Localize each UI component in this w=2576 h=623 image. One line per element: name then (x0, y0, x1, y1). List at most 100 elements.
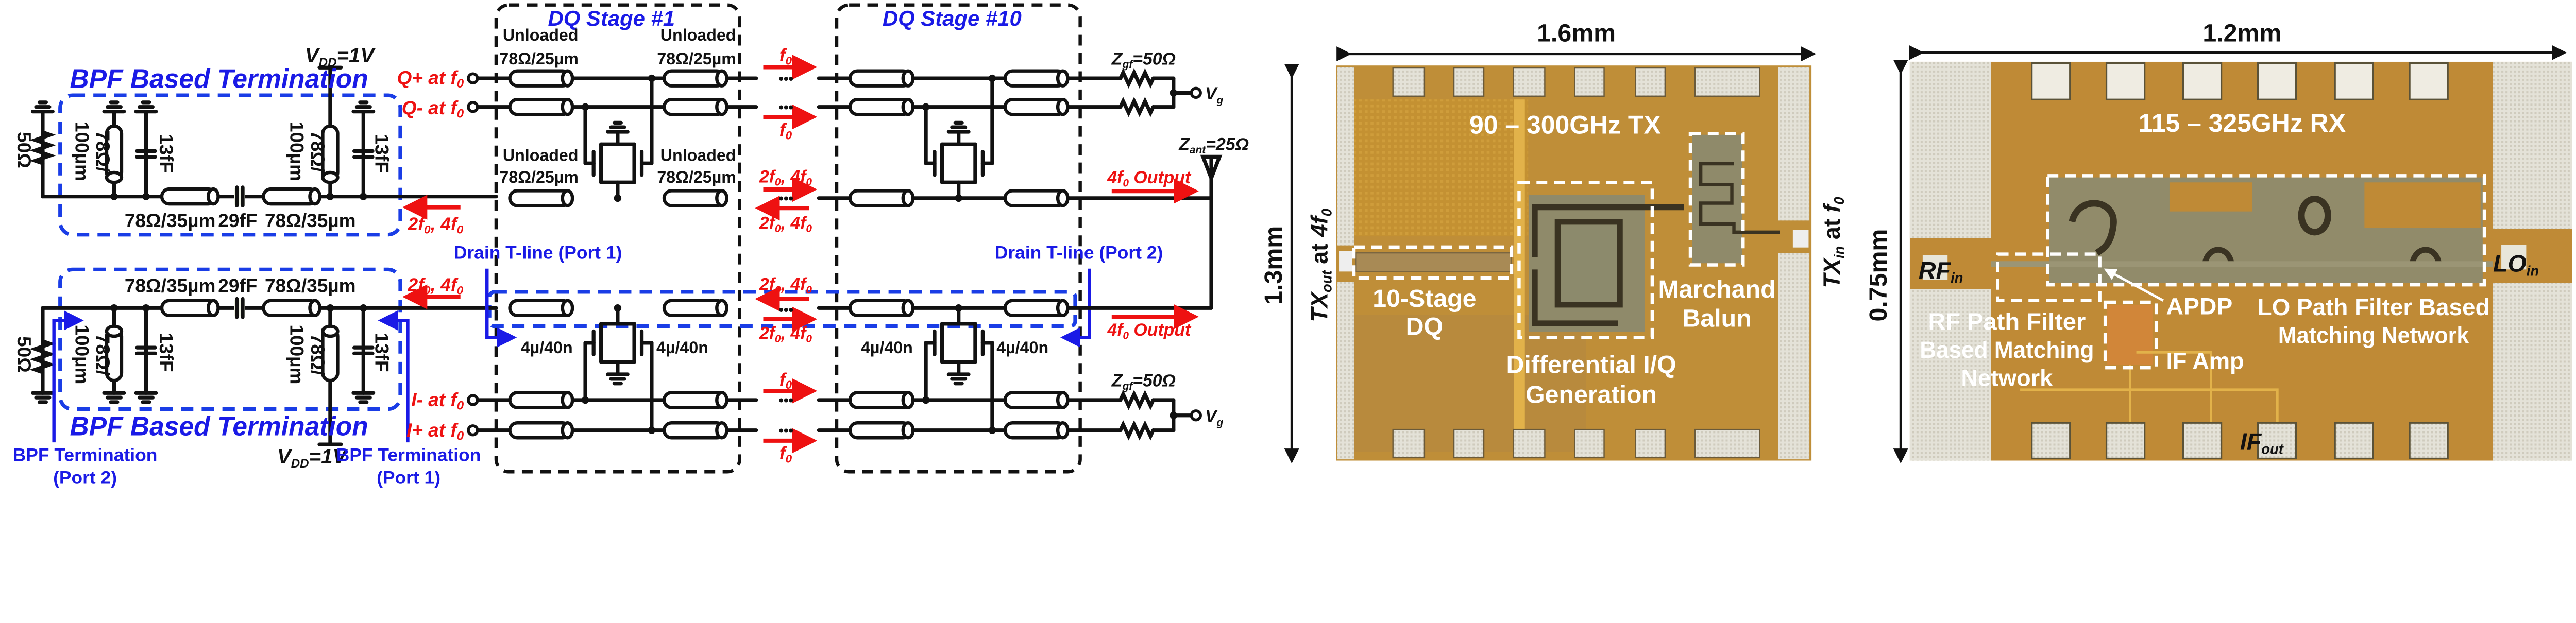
transmission-line-end (715, 69, 728, 88)
shunt-cap-label-top-right: 13fF (371, 134, 393, 173)
junction-dot (142, 193, 150, 200)
unloaded-label-2: Unloaded (660, 26, 736, 44)
rx-width-label: 1.2mm (2202, 20, 2281, 47)
resistor-icon (1118, 96, 1155, 117)
tx-iq-box (1517, 181, 1654, 339)
junction-dot (988, 74, 996, 82)
junction-dot (648, 74, 656, 82)
stage10-title: DQ Stage #10 (883, 6, 1022, 31)
rx-inductor-4 (2409, 247, 2442, 266)
tx-metal-fill (1354, 99, 1529, 236)
harmonics-label-bpf-bottom: 2f0, 4f0 (408, 274, 464, 297)
bond-pad (1574, 67, 1605, 97)
bond-pad (2409, 422, 2449, 460)
junction-dot (988, 426, 996, 434)
input-q-plus: Q+ at f0 (397, 66, 464, 90)
vg-label-bottom: Vg (1205, 407, 1224, 429)
f0-label-q-minus: f0 (779, 119, 792, 142)
junction-dot (922, 103, 930, 111)
tx-iq-traces (1532, 204, 1684, 326)
unloaded-label-4: Unloaded (660, 146, 736, 164)
transmission-line-end (1056, 98, 1070, 116)
bpf-port1-label: BPF Termination(Port 1) (336, 444, 481, 488)
series-cap-label-bottom: 29fF (218, 275, 257, 297)
unloaded-label-3: Unloaded (503, 146, 579, 164)
junction-dot (922, 396, 930, 404)
transmission-line-end (901, 299, 915, 317)
bond-pad (1392, 428, 1426, 459)
bpf-port2-label: BPF Termination(Port 2) (13, 444, 158, 488)
transmission-line-end (901, 98, 915, 116)
figure: BPF Based Termination BPF Based Terminat… (13, 3, 2572, 488)
transmission-line-end (715, 189, 728, 207)
bpf-port2-arrow (52, 310, 84, 443)
bond-pad (2105, 62, 2146, 100)
transmission-line-end (206, 187, 220, 206)
rx-lo-in-label: LOin (2493, 250, 2539, 279)
harmonics-label-stage-1: 2f0, 4f0 (759, 167, 812, 188)
tl25-label-3: 78Ω/25µm (499, 168, 579, 186)
rx-if-box (2103, 300, 2158, 370)
shunt-cap-label-bottom-left: 13fF (156, 333, 177, 372)
dq-stage-1-box (494, 3, 741, 474)
transmission-line-end (105, 324, 124, 338)
drain-port1-arrow (485, 268, 517, 348)
transmission-line-end (901, 189, 915, 207)
tx-balun-box (1688, 132, 1745, 267)
stage1-title: DQ Stage #1 (548, 6, 675, 31)
bpf-box-top (58, 93, 402, 237)
device-size-10a: 4µ/40n (861, 338, 913, 357)
shunt-cap-label-top-left: 13fF (156, 134, 177, 173)
transmission-line-end (561, 98, 574, 116)
junction-dot (142, 304, 150, 312)
rx-die-photo: 1.2mm 0.75mm 115 – 325GHz RX APDP IF Amp… (1865, 20, 2572, 464)
shunt-tl-label-bottom-left: 78Ω/100µm (72, 324, 114, 384)
bond-pad (1635, 67, 1666, 97)
input-i-plus: I+ at f0 (406, 419, 464, 443)
bond-pad (2334, 422, 2374, 460)
rx-if-amp-area (2107, 304, 2153, 365)
tx-dq-box (1352, 245, 1514, 280)
bpf-box-bottom (58, 267, 402, 411)
continuation-dots-q-minus: ••• (778, 99, 793, 115)
transmission-line-end (561, 189, 574, 207)
shunt-tl-label-top-left: 78Ω/100µm (72, 122, 114, 181)
transmission-line-end (321, 324, 340, 338)
bond-pad (2182, 422, 2223, 460)
transmission-line-end (308, 187, 321, 206)
tx-right-pad-bar-top (1778, 67, 1810, 221)
resistor-icon (29, 339, 56, 374)
f0-label-q-plus: f0 (779, 45, 792, 67)
bond-pad (2257, 422, 2297, 460)
bond-pad (2031, 422, 2071, 460)
transmission-line-end (206, 299, 220, 317)
transmission-line-end (715, 421, 728, 440)
tx-bond-pads (1392, 67, 1760, 459)
junction-dot (110, 193, 118, 200)
transmission-line-end (901, 421, 915, 440)
res-50-label-bottom: 50Ω (13, 336, 35, 373)
transmission-line-end (105, 170, 124, 184)
continuation-dots-q-plus: ••• (778, 71, 793, 86)
vg-label-top: Vg (1205, 84, 1224, 106)
tx-balun-meander (1699, 162, 1780, 234)
rx-apdp-pointer (2104, 268, 2164, 302)
bond-pad (1453, 428, 1485, 459)
tx-out-label: TXout at 4f0 (1306, 209, 1334, 322)
continuation-dots-i-plus: ••• (778, 422, 793, 438)
device-size-10b: 4µ/40n (996, 338, 1048, 357)
bond-pad (1574, 428, 1605, 459)
vg-port-icon (1190, 86, 1202, 99)
rx-if-out-label: IFout (2240, 428, 2284, 457)
unloaded-label-1: Unloaded (503, 26, 579, 44)
series-tl-label-bottom-1: 78Ω/35µm (125, 275, 216, 297)
transmission-line-end (1056, 421, 1070, 440)
tx-balun-area (1692, 134, 1742, 264)
tx-dq-line (1355, 252, 1512, 272)
shunt-tl-label-bottom-right: 78Ω/100µm (286, 324, 329, 384)
tx-in-label: TXin at f0 (1819, 197, 1847, 288)
device-size-1b: 4µ/40n (656, 338, 708, 357)
bond-pad (1512, 67, 1546, 97)
